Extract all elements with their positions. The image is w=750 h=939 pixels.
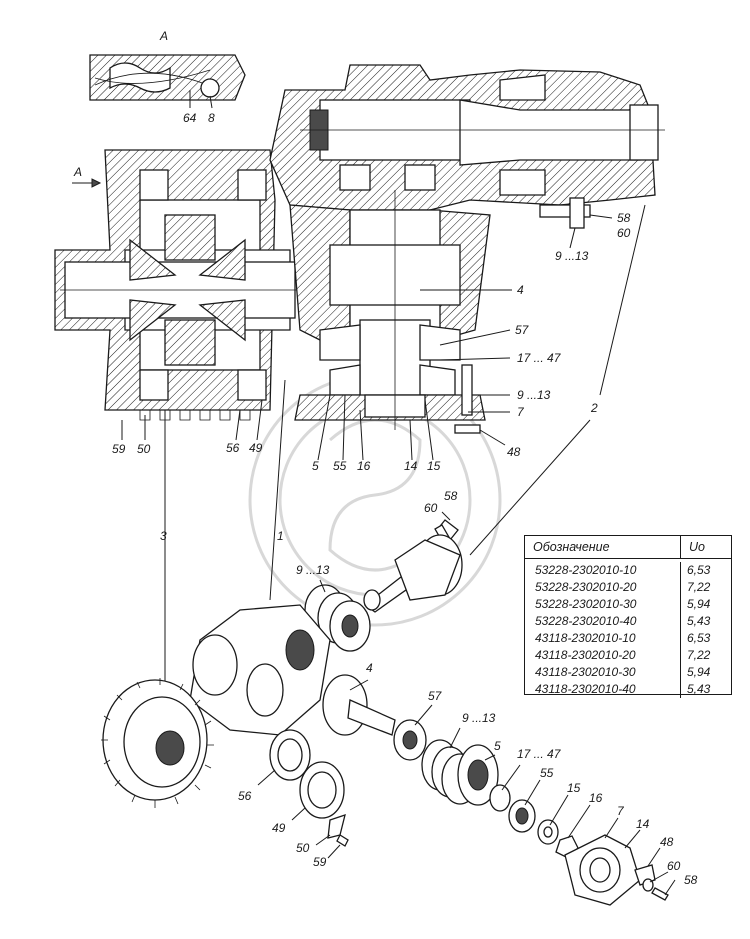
callout-7-section: 7 [517, 405, 525, 419]
callout-49-exploded: 49 [272, 821, 286, 835]
callout-5-section: 5 [312, 459, 319, 473]
row-designation: 53228-2302010-30 [525, 596, 681, 613]
table-row: 43118-2302010-40 5,43 [525, 681, 731, 698]
callout-60-exploded-bottom: 60 [667, 859, 681, 873]
exploded-leader-lines [257, 511, 676, 896]
callout-49-section: 49 [249, 441, 263, 455]
table-row: 53228-2302010-30 5,94 [525, 596, 731, 613]
row-ratio: 5,94 [687, 597, 711, 611]
callout-57-section: 57 [515, 323, 530, 337]
callout-9-13-section-top: 9 ...13 [555, 249, 589, 263]
callout-56-exploded: 56 [238, 789, 252, 803]
callout-55-section: 55 [333, 459, 347, 473]
row-ratio: 7,22 [687, 648, 711, 662]
callout-9-13-section-mid: 9 ...13 [517, 388, 551, 402]
callout-56-section: 56 [226, 441, 240, 455]
callout-50-exploded: 50 [296, 841, 310, 855]
callout-9-13-exploded-upper: 9 ...13 [296, 563, 330, 577]
callout-5-exploded: 5 [494, 739, 501, 753]
table-row: 43118-2302010-20 7,22 [525, 647, 731, 664]
callout-48-exploded: 48 [660, 835, 674, 849]
row-ratio: 5,43 [687, 682, 711, 696]
callout-64-top: 64 [183, 111, 197, 125]
callout-60-exploded-top: 60 [424, 501, 438, 515]
row-ratio: 5,94 [687, 665, 711, 679]
table-row: 53228-2302010-40 5,43 [525, 613, 731, 630]
callout-7-exploded: 7 [617, 804, 625, 818]
callout-15-exploded: 15 [567, 781, 581, 795]
row-ratio: 5,43 [687, 614, 711, 628]
table-header: Обозначение Uo [525, 536, 731, 559]
callout-58-exploded-bottom: 58 [684, 873, 698, 887]
callout-55-exploded: 55 [540, 766, 554, 780]
callout-4-exploded: 4 [366, 661, 373, 675]
table-body: 53228-2302010-10 6,53 53228-2302010-20 7,22… [525, 562, 731, 698]
table-row: 43118-2302010-30 5,94 [525, 664, 731, 681]
view-arrow [72, 178, 102, 188]
row-designation: 53228-2302010-10 [525, 562, 681, 579]
table-row: 43118-2302010-10 6,53 [525, 630, 731, 647]
callout-58-exploded-top: 58 [444, 489, 458, 503]
row-designation: 53228-2302010-40 [525, 613, 681, 630]
callout-8: 8 [208, 111, 215, 125]
row-ratio: 7,22 [687, 580, 711, 594]
callout-50-section: 50 [137, 442, 151, 456]
callout-14-section: 14 [404, 459, 418, 473]
axle-cross-section [54, 64, 665, 434]
callout-57-exploded: 57 [428, 689, 443, 703]
row-designation: 43118-2302010-10 [525, 630, 681, 647]
row-ratio: 6,53 [687, 563, 711, 577]
callout-17-47-section: 17 ... 47 [517, 351, 562, 365]
callout-16-section: 16 [357, 459, 371, 473]
row-designation: 43118-2302010-30 [525, 664, 681, 681]
callout-15-section: 15 [427, 459, 441, 473]
view-arrow-label: A [73, 165, 82, 179]
header-ratio: Uo [689, 540, 705, 554]
callout-58-section: 58 [617, 211, 631, 225]
callout-3: 3 [160, 529, 167, 543]
callout-1: 1 [277, 529, 284, 543]
callout-59-exploded: 59 [313, 855, 327, 869]
row-designation: 43118-2302010-20 [525, 647, 681, 664]
callout-16-exploded: 16 [589, 791, 603, 805]
callout-60-section: 60 [617, 226, 631, 240]
row-ratio: 6,53 [687, 631, 711, 645]
table-row: 53228-2302010-10 6,53 [525, 562, 731, 579]
header-designation: Обозначение [525, 536, 681, 558]
row-designation: 43118-2302010-40 [525, 681, 681, 698]
section-view-label: A [159, 29, 168, 43]
callout-4-section: 4 [517, 283, 524, 297]
callout-17-47-exploded: 17 ... 47 [517, 747, 562, 761]
section-view-a [89, 54, 246, 109]
exploded-parts [101, 519, 669, 906]
callout-48-section: 48 [507, 445, 521, 459]
callout-59-section: 59 [112, 442, 126, 456]
table-row: 53228-2302010-20 7,22 [525, 579, 731, 596]
callout-14-exploded: 14 [636, 817, 650, 831]
leader-lines [121, 204, 646, 690]
row-designation: 53228-2302010-20 [525, 579, 681, 596]
callout-9-13-exploded-lower: 9 ...13 [462, 711, 496, 725]
callout-2: 2 [590, 401, 598, 415]
